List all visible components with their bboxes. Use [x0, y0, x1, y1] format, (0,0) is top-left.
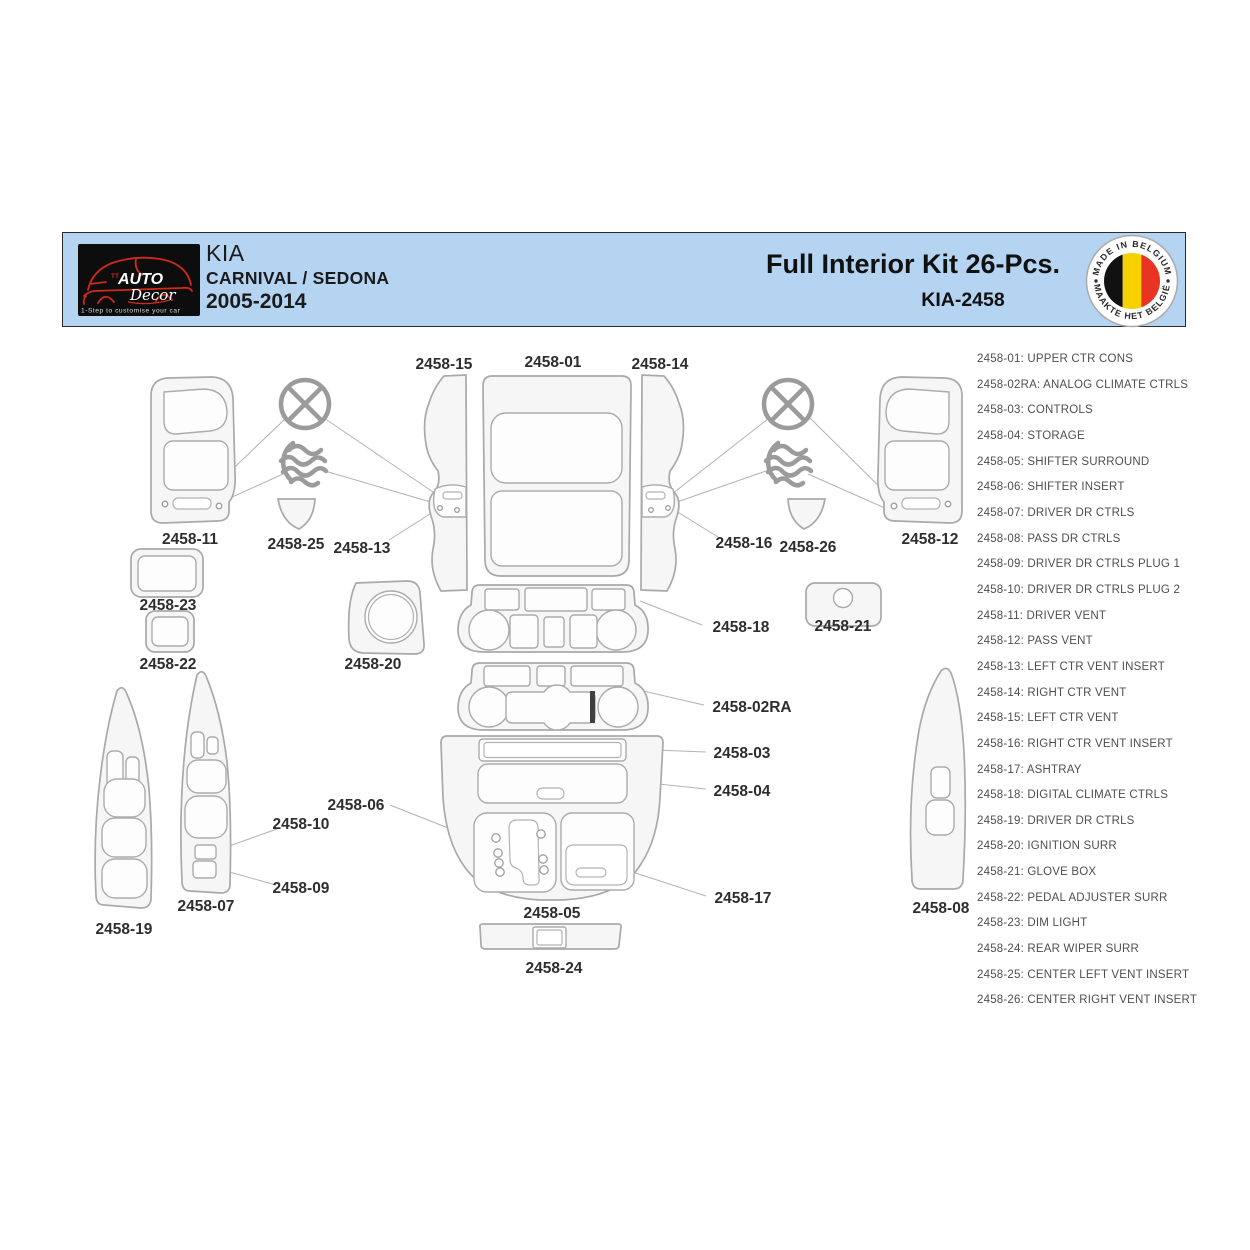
legend-item: 2458-26: CENTER RIGHT VENT INSERT — [977, 994, 1198, 1007]
part-2458-14-right-ctr-vent — [640, 374, 685, 592]
part-label-2458-15: 2458-15 — [416, 356, 473, 373]
part-2458-04-storage — [477, 763, 628, 804]
part-label-2458-22: 2458-22 — [140, 656, 197, 673]
legend-item: 2458-04: STORAGE — [977, 429, 1085, 442]
part-label-2458-06: 2458-06 — [328, 797, 385, 814]
car-outline-icon — [82, 256, 193, 305]
part-2458-11-driver-vent — [150, 376, 236, 524]
part-label-2458-18: 2458-18 — [713, 619, 770, 636]
vehicle-years: 2005-2014 — [206, 290, 307, 313]
legend-item: 2458-20: IGNITION SURR — [977, 840, 1117, 853]
part-2458-08-pass-dr-ctrls — [909, 667, 967, 890]
part-2458-17-ashtray — [560, 812, 635, 891]
vehicle-model: CARNIVAL / SEDONA — [206, 268, 390, 288]
part-label-2458-21: 2458-21 — [815, 618, 872, 635]
part-label-2458-01: 2458-01 — [525, 354, 582, 371]
legend-item: 2458-23: DIM LIGHT — [977, 917, 1088, 930]
part-2458-18-digital-climate-ctrls — [457, 584, 649, 653]
part-label-2458-20: 2458-20 — [345, 656, 402, 673]
part-2458-10-plug — [194, 844, 217, 860]
part-2458-06-shifter-insert — [473, 812, 557, 893]
legend-item: 2458-02RA: ANALOG CLIMATE CTRLS — [977, 378, 1189, 391]
made-in-belgium-badge: MADE IN BELGIUM MAAKTE HET BELGIË — [1084, 233, 1180, 334]
airflow-icon — [763, 440, 814, 488]
airflow-icon — [278, 440, 329, 488]
legend-item: 2458-09: DRIVER DR CTRLS PLUG 1 — [977, 558, 1181, 571]
part-2458-09-plug — [192, 860, 217, 879]
part-label-2458-19: 2458-19 — [96, 921, 153, 938]
part-label-2458-05: 2458-05 — [524, 905, 581, 922]
part-label-2458-26: 2458-26 — [780, 539, 837, 556]
auto-decor-logo-icon: TT AUTO Decor 1-Step to customise your c… — [78, 244, 200, 316]
part-label-2458-17: 2458-17 — [715, 890, 772, 907]
header-band: TT AUTO Decor 1-Step to customise your c… — [62, 232, 1186, 328]
part-2458-02ra-analog-climate-ctrls — [457, 662, 649, 731]
legend-item: 2458-17: ASHTRAY — [977, 763, 1082, 776]
parts-diagram: 2458-15 2458-01 2458-14 2458-11 2458-25 … — [94, 354, 970, 977]
belgian-flag-icon — [1104, 253, 1160, 309]
part-2458-21-glove-box — [805, 582, 882, 627]
part-2458-22-pedal-adjuster-surr — [145, 610, 195, 653]
part-label-2458-24: 2458-24 — [526, 960, 583, 977]
legend-item: 2458-24: REAR WIPER SURR — [977, 943, 1140, 956]
legend-item: 2458-22: PEDAL ADJUSTER SURR — [977, 891, 1168, 904]
legend-item: 2458-10: DRIVER DR CTRLS PLUG 2 — [977, 583, 1181, 596]
legend-item: 2458-01: UPPER CTR CONS — [977, 353, 1134, 365]
fan-icon — [278, 377, 332, 431]
part-2458-23-dim-light — [130, 548, 204, 598]
part-label-2458-16: 2458-16 — [716, 535, 773, 552]
legend-item: 2458-07: DRIVER DR CTRLS — [977, 506, 1135, 519]
legend-item: 2458-19: DRIVER DR CTRLS — [977, 814, 1135, 827]
part-2458-24-rear-wiper-surr — [478, 923, 623, 950]
logo-decor-text: Decor — [129, 286, 176, 304]
part-label-2458-12: 2458-12 — [902, 531, 959, 548]
part-label-2458-04: 2458-04 — [714, 783, 771, 800]
vehicle-make: KIA — [206, 240, 245, 266]
legend-item: 2458-21: GLOVE BOX — [977, 866, 1097, 879]
brand-logo: TT AUTO Decor 1-Step to customise your c… — [78, 244, 200, 316]
part-2458-20-ignition-surr — [347, 580, 425, 655]
legend-item: 2458-03: CONTROLS — [977, 404, 1093, 417]
fan-icon — [761, 377, 815, 431]
legend-item: 2458-08: PASS DR CTRLS — [977, 532, 1121, 545]
part-label-2458-03: 2458-03 — [714, 745, 771, 762]
legend-item: 2458-15: LEFT CTR VENT — [977, 712, 1119, 725]
legend-item: 2458-06: SHIFTER INSERT — [977, 481, 1125, 494]
logo-tt-text: TT — [111, 273, 119, 280]
parts-legend: 2458-01: UPPER CTR CONS 2458-02RA: ANALO… — [977, 347, 1237, 1014]
kit-code: KIA-2458 — [921, 289, 1005, 311]
part-label-2458-14: 2458-14 — [632, 356, 689, 373]
kit-title: Full Interior Kit 26-Pcs. — [765, 249, 1061, 279]
part-label-2458-08: 2458-08 — [913, 900, 970, 917]
part-label-2458-07: 2458-07 — [178, 898, 235, 915]
part-2458-07-driver-dr-ctrls — [180, 670, 232, 894]
part-label-2458-10: 2458-10 — [273, 816, 330, 833]
part-label-2458-25: 2458-25 — [268, 536, 325, 553]
part-label-2458-23: 2458-23 — [140, 597, 197, 614]
logo-tagline: 1-Step to customise your car — [81, 308, 181, 315]
part-2458-12-pass-vent — [877, 376, 963, 524]
part-label-2458-09: 2458-09 — [273, 880, 330, 897]
part-2458-01-upper-ctr-cons — [482, 375, 632, 577]
part-2458-19-driver-dr-ctrls — [94, 686, 153, 909]
legend-item: 2458-12: PASS VENT — [977, 635, 1093, 648]
part-label-2458-11: 2458-11 — [162, 531, 218, 548]
legend-item: 2458-11: DRIVER VENT — [977, 609, 1107, 622]
legend-item: 2458-18: DIGITAL CLIMATE CTRLS — [977, 789, 1169, 802]
part-label-2458-02ra: 2458-02RA — [712, 699, 791, 716]
part-label-2458-13: 2458-13 — [334, 540, 391, 557]
legend-item: 2458-16: RIGHT CTR VENT INSERT — [977, 737, 1173, 750]
logo-auto-text: AUTO — [117, 271, 164, 288]
legend-item: 2458-25: CENTER LEFT VENT INSERT — [977, 968, 1190, 981]
part-2458-26-vent-insert — [787, 498, 827, 530]
legend-item: 2458-05: SHIFTER SURROUND — [977, 455, 1150, 468]
part-2458-25-vent-insert — [276, 498, 316, 530]
part-2458-03-controls — [478, 738, 627, 762]
part-2458-15-left-ctr-vent — [423, 374, 468, 592]
part-2458-05-shifter-surround — [440, 735, 664, 901]
legend-item: 2458-14: RIGHT CTR VENT — [977, 686, 1127, 699]
legend-item: 2458-13: LEFT CTR VENT INSERT — [977, 660, 1165, 673]
